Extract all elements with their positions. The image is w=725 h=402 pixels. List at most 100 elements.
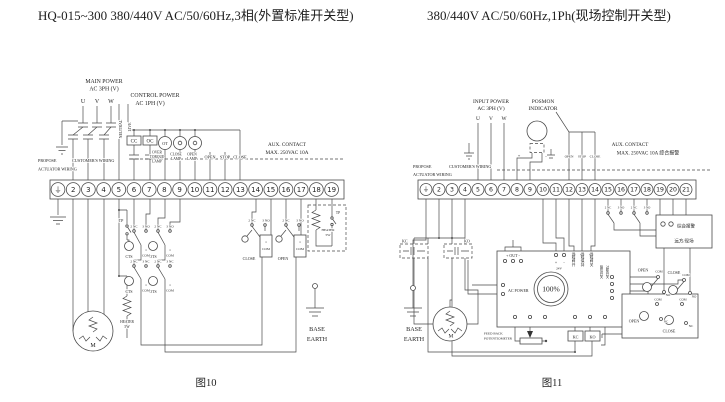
open-lamp-label: LAMP	[187, 157, 197, 161]
pin-label: 2 NC	[605, 206, 611, 210]
terminal-label: 20	[669, 187, 677, 194]
actuator-wiring-label: ACTUATOR WIRING	[413, 172, 452, 177]
fig10-diagram: HQ-015~300 380/440V AC/50/60Hz,3相(外置标准开关…	[37, 7, 354, 390]
close-button-label: CLOSE	[590, 155, 601, 159]
terminal-label: 3	[86, 186, 90, 194]
base-earth-label: EARTH	[307, 336, 328, 343]
terminal-label: 8	[515, 187, 519, 194]
over-torque-lamp-label: OVER	[152, 151, 162, 155]
fig11-caption: 图11	[542, 377, 563, 389]
pin-label: 1	[169, 283, 171, 287]
pin-label: COM	[262, 247, 270, 251]
terminal-9	[523, 183, 537, 196]
ac-power-label: AC POWER	[508, 288, 529, 293]
terminal-label: 11	[206, 186, 215, 194]
nc-label: NC	[664, 320, 668, 324]
open-switch-nc-contact	[659, 317, 663, 321]
aux-contact-label: AUX. CONTACT	[612, 143, 649, 148]
phase-u-label: U	[81, 99, 86, 105]
remote-open-label: 远程阀开	[571, 251, 576, 267]
stop-button-label: STOP	[220, 155, 231, 160]
pin-label: 3 NO	[644, 206, 651, 210]
close-contactor-coil-box	[126, 135, 142, 146]
motor-icon	[432, 306, 468, 342]
tp-label: TP	[336, 211, 340, 215]
terminal-7	[141, 182, 157, 197]
position-dial-inner	[537, 275, 565, 303]
cts-nc-contact	[132, 229, 136, 233]
terminal-label: 14	[251, 186, 260, 194]
pin-label: 2 NC	[130, 260, 138, 264]
close-switch-com-box	[259, 234, 273, 258]
feedback-terminal	[543, 314, 548, 319]
terminal-label: 5	[117, 186, 121, 194]
tp-contact	[125, 232, 129, 236]
terminal-label: 6	[132, 186, 137, 194]
terminal-label: 16	[617, 187, 625, 194]
live-label: LIVE	[127, 122, 132, 132]
ots-nc-contact	[168, 264, 172, 268]
terminal-6	[126, 182, 142, 197]
tp-label: TP	[119, 218, 124, 223]
terminal-12	[562, 183, 576, 196]
ots-cam-icon	[148, 276, 158, 286]
terminal-13	[233, 182, 248, 197]
aux-contact-label: AUX. CONTACT	[268, 142, 307, 148]
pin-label: 3 NO	[618, 206, 625, 210]
terminal-2	[432, 183, 446, 196]
cts-cam-icon	[124, 276, 134, 286]
phase-u-label: U	[476, 116, 480, 122]
close-switch-nc-contact	[250, 223, 254, 227]
open-contactor-coil-box	[142, 135, 158, 146]
alarm-box	[655, 214, 713, 249]
terminal-4	[96, 182, 111, 197]
open-switch-com-contact	[655, 302, 659, 306]
terminal-14	[248, 182, 263, 197]
dial-value: 100%	[542, 285, 560, 294]
motor-icon	[72, 310, 114, 352]
terminal-12	[217, 182, 233, 197]
feedback-potentiometer-body	[519, 337, 543, 345]
terminal-21	[679, 183, 693, 196]
control-power-rating: AC 1PH (V)	[135, 100, 164, 107]
open-lamp-label: OPEN	[187, 153, 197, 157]
terminal-11	[202, 182, 218, 197]
motor-label: M	[449, 334, 454, 340]
pin-label: 3 NO	[166, 225, 174, 229]
terminal-label: 16	[282, 186, 291, 194]
terminal-label: 17	[297, 186, 306, 194]
terminal-label: 7	[147, 186, 151, 194]
pin-label: COM	[142, 254, 150, 258]
pin-label: 3 NO	[296, 219, 304, 223]
ots-no-contact	[168, 229, 172, 233]
open-switch-nc-contact	[284, 223, 288, 227]
fig10-labels: MAIN POWER AC 3PH (V) U V W CONTROL POWE…	[37, 78, 341, 390]
base-earth-label: EARTH	[404, 336, 425, 343]
customers-wiring-label: CUSTOMER'S WIRING	[72, 158, 114, 163]
v24-label: 24V	[556, 267, 562, 271]
phase-w-label: W	[108, 99, 114, 105]
cam-icon	[664, 315, 674, 325]
relay-terminal	[588, 314, 593, 319]
fig11-components	[410, 120, 713, 345]
ot-lamp-label: OT	[162, 141, 168, 146]
hand-icon	[241, 235, 249, 243]
terminal-label: ⏚	[423, 187, 429, 194]
terminal-label: 12	[565, 187, 573, 194]
torque-switch-label: 过矩开关	[605, 264, 609, 279]
close-lamp-label: LAMP	[171, 157, 181, 161]
terminal-label: 4	[463, 187, 467, 194]
nc-label: NC	[689, 324, 693, 328]
base-earth-terminal	[312, 283, 318, 289]
v24-plus-label: +	[555, 260, 558, 265]
terminal-15	[263, 182, 279, 197]
com-label: COM	[655, 270, 662, 274]
terminal-6	[484, 183, 498, 196]
terminal-label: 10	[539, 187, 547, 194]
feedback-label: FEED BACK	[484, 332, 503, 336]
cam-icon	[639, 311, 649, 321]
close-switch-label: CLOSE	[243, 256, 256, 261]
terminal-11	[549, 183, 563, 196]
